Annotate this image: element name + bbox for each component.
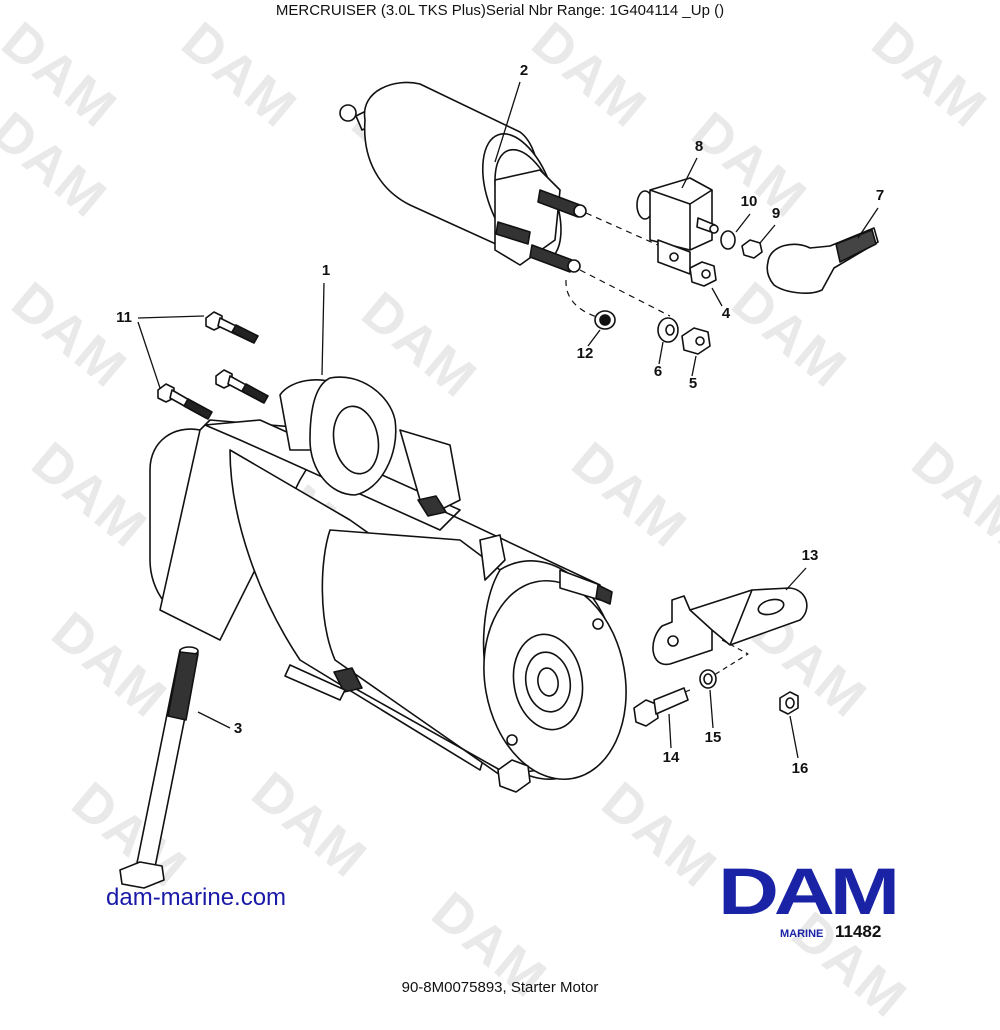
bolt-part-11[interactable] — [205, 311, 259, 344]
exploded-parts-diagram: 1 2 3 4 5 6 7 8 9 10 11 12 13 14 15 16 — [116, 62, 884, 889]
bolt-part-11[interactable] — [215, 369, 269, 404]
boot-part-7[interactable] — [766, 227, 879, 294]
callout-5: 5 — [689, 375, 697, 392]
diagram-number: 11482 — [835, 922, 882, 941]
callout-9: 9 — [772, 205, 780, 222]
callout-14: 14 — [663, 749, 680, 766]
callout-8: 8 — [695, 138, 703, 155]
callout-7: 7 — [876, 187, 884, 204]
callout-1: 1 — [322, 262, 330, 279]
callout-4: 4 — [722, 305, 731, 322]
nut-part-12[interactable] — [594, 310, 616, 330]
bolt-part-11[interactable] — [157, 383, 213, 420]
callout-16: 16 — [792, 760, 809, 777]
bolt-part-3[interactable] — [119, 646, 199, 889]
nut-part-16[interactable] — [779, 691, 799, 715]
starter-motor-part-1[interactable] — [149, 376, 641, 793]
callout-15: 15 — [705, 729, 722, 746]
website-link[interactable]: dam-marine.com — [106, 884, 287, 911]
washer-part-10[interactable] — [720, 230, 736, 250]
callout-labels: 1 2 3 4 5 6 7 8 9 10 11 12 13 14 15 16 — [116, 62, 884, 777]
washer-part-6[interactable] — [657, 317, 679, 343]
callout-12: 12 — [577, 345, 594, 362]
logo-subtitle: MARINE — [780, 928, 824, 940]
logo-wordmark: DAM — [718, 854, 900, 928]
dam-marine-logo: DAM MARINE 11482 — [718, 858, 908, 948]
bracket-part-13[interactable] — [652, 587, 808, 666]
washer-part-15[interactable] — [699, 669, 717, 689]
nut-part-5[interactable] — [681, 327, 711, 355]
solenoid-part-2[interactable] — [339, 81, 587, 273]
diagram-caption: 90-8M0075893, Starter Motor — [401, 979, 599, 996]
callout-11: 11 — [116, 309, 132, 326]
page-title: MERCRUISER (3.0L TKS Plus)Serial Nbr Ran… — [275, 2, 725, 19]
terminal-part-8[interactable] — [636, 177, 719, 275]
callout-6: 6 — [654, 363, 662, 380]
callout-10: 10 — [741, 193, 758, 210]
callout-13: 13 — [802, 547, 819, 564]
nut-part-9[interactable] — [741, 239, 763, 259]
callout-2: 2 — [520, 62, 528, 79]
bolt-part-14[interactable] — [633, 687, 689, 727]
callout-3: 3 — [234, 720, 242, 737]
